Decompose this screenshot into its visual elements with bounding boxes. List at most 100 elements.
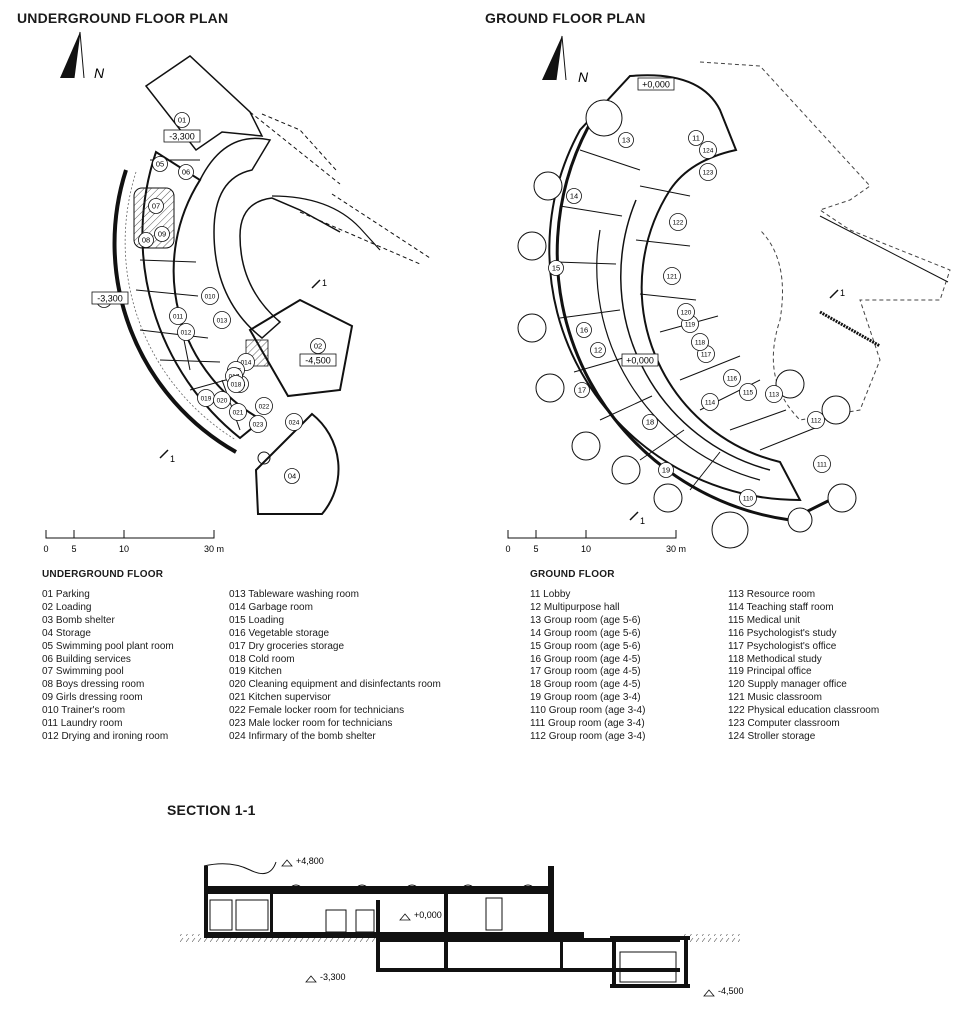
svg-text:010: 010 — [205, 294, 216, 301]
room-tag: 124 — [699, 141, 717, 159]
svg-text:111: 111 — [817, 462, 827, 469]
legend-item: 12 Multipurpose hall — [530, 601, 620, 613]
legend-item: 121 Music classroom — [728, 692, 822, 704]
svg-text:022: 022 — [259, 404, 270, 411]
ground-legend-heading: GROUND FLOOR — [530, 569, 615, 580]
legend-item: 015 Loading — [229, 614, 285, 626]
svg-text:17: 17 — [578, 386, 586, 395]
scale-bar-line — [507, 530, 677, 539]
legend-item: 123 Computer classroom — [728, 718, 840, 730]
underground-plan-title: UNDERGROUND FLOOR PLAN — [17, 10, 229, 26]
svg-text:1: 1 — [322, 278, 327, 288]
svg-text:13: 13 — [622, 136, 630, 145]
legend-item: 13 Group room (age 5-6) — [530, 614, 641, 626]
north-arrow-underground: N — [60, 31, 105, 81]
ground-plan: N — [505, 35, 951, 554]
legend-item: 115 Medical unit — [728, 614, 801, 626]
scale-tick-label: 10 — [581, 544, 591, 554]
room-tag: 013 — [213, 311, 231, 329]
section-level-marker: -4,500 — [703, 986, 744, 997]
svg-text:-4,500: -4,500 — [718, 986, 744, 996]
svg-text:122: 122 — [673, 220, 684, 227]
legend-item: 020 Cleaning equipment and disinfectants… — [229, 679, 441, 691]
legend-item: 021 Kitchen supervisor — [229, 692, 331, 704]
ground-plan-title: GROUND FLOOR PLAN — [485, 10, 646, 26]
svg-text:01: 01 — [178, 116, 186, 125]
svg-text:1: 1 — [170, 454, 175, 464]
legend-item: 17 Group room (age 4-5) — [530, 666, 641, 678]
legend-item: 14 Group room (age 5-6) — [530, 627, 641, 639]
room-tag: 118 — [691, 333, 709, 351]
room-tag: 021 — [229, 403, 247, 421]
room-tag: 17 — [574, 382, 590, 398]
section-level-marker: +4,800 — [281, 856, 324, 867]
room-tag: 04 — [284, 468, 300, 484]
svg-text:-4,500: -4,500 — [305, 356, 331, 366]
room-tag: 112 — [807, 411, 825, 429]
legend-item: 011 Laundry room — [42, 718, 123, 730]
level-marker: +0,000 — [621, 353, 659, 367]
svg-text:116: 116 — [727, 376, 738, 383]
underground-legend-heading: UNDERGROUND FLOOR — [42, 569, 164, 580]
svg-text:18: 18 — [646, 418, 654, 427]
svg-text:011: 011 — [173, 314, 184, 321]
legend-item: 120 Supply manager office — [728, 679, 847, 691]
room-tag: 16 — [576, 322, 592, 338]
room-tag: 022 — [255, 397, 273, 415]
room-tag: 11 — [688, 130, 704, 146]
room-tag: 110 — [739, 489, 757, 507]
svg-text:121: 121 — [667, 274, 678, 281]
scale-tick-label: 10 — [119, 544, 129, 554]
svg-text:023: 023 — [253, 422, 264, 429]
legend-item: 03 Bomb shelter — [42, 614, 115, 626]
svg-text:+0,000: +0,000 — [626, 356, 654, 366]
svg-text:018: 018 — [231, 382, 242, 389]
svg-text:123: 123 — [703, 170, 714, 177]
legend-item: 018 Cold room — [229, 653, 295, 665]
legend-item: 05 Swimming pool plant room — [42, 640, 174, 652]
legend-item: 023 Male locker room for technicians — [229, 718, 393, 730]
legend-item: 012 Drying and ironing room — [42, 730, 169, 742]
legend-item: 110 Group room (age 3-4) — [530, 705, 646, 717]
level-marker: -4,500 — [299, 353, 337, 367]
legend-item: 112 Group room (age 3-4) — [530, 730, 646, 742]
svg-text:05: 05 — [156, 160, 164, 169]
scale-tick-label: 0 — [43, 544, 48, 554]
legend-item: 116 Psychologist's study — [728, 627, 837, 639]
room-tag: 113 — [765, 385, 783, 403]
room-tag: 115 — [739, 383, 757, 401]
section-drawing: +4,800+0,000-3,300-4,500 — [180, 856, 744, 997]
legend-item: 014 Garbage room — [229, 601, 313, 613]
svg-text:+0,000: +0,000 — [642, 80, 670, 90]
room-tag: 023 — [249, 415, 267, 433]
svg-text:114: 114 — [705, 400, 716, 407]
room-tag: 121 — [663, 267, 681, 285]
svg-text:19: 19 — [662, 466, 670, 475]
room-tag: 020 — [213, 391, 231, 409]
north-label: N — [578, 69, 589, 85]
scale-tick-label: 5 — [71, 544, 76, 554]
room-tag: 114 — [701, 393, 719, 411]
legend-item: 04 Storage — [42, 627, 91, 639]
svg-text:118: 118 — [695, 340, 706, 347]
svg-text:113: 113 — [769, 392, 780, 399]
svg-text:04: 04 — [288, 472, 296, 481]
room-tag: 019 — [197, 389, 215, 407]
svg-text:119: 119 — [685, 322, 696, 329]
legend-item: 08 Boys dressing room — [42, 679, 145, 691]
north-arrow-ground: N — [542, 35, 589, 85]
svg-text:019: 019 — [201, 396, 212, 403]
svg-text:16: 16 — [580, 326, 588, 335]
level-marker: -3,300 — [91, 291, 129, 305]
legend-item: 16 Group room (age 4-5) — [530, 653, 641, 665]
legend-item: 111 Group room (age 3-4) — [530, 718, 645, 730]
room-tag: 05 — [152, 156, 168, 172]
section-level-marker: -3,300 — [305, 972, 346, 983]
room-tag: 120 — [677, 303, 695, 321]
svg-text:11: 11 — [692, 134, 700, 143]
legend-item: 118 Methodical study — [728, 653, 822, 665]
room-tag: 012 — [177, 323, 195, 341]
